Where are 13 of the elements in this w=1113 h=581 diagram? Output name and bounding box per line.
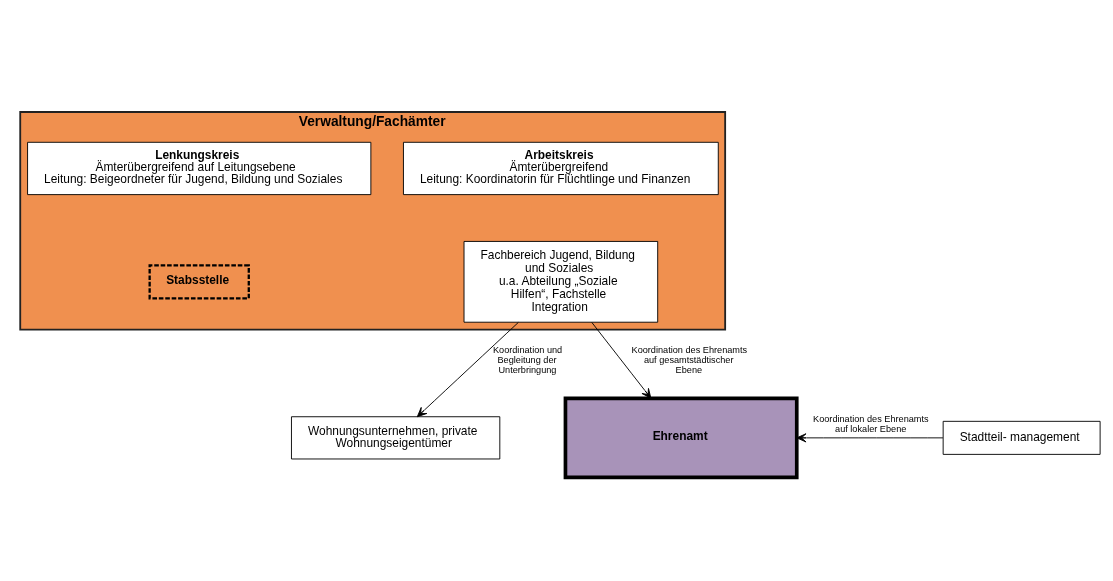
node-box: Stabsstelle bbox=[148, 263, 250, 299]
arrow bbox=[591, 321, 652, 399]
node-box: Wohnungsunternehmen, private Wohnungseigentümer bbox=[291, 415, 501, 459]
edge-label: Koordination des Ehrenamts auf gesamtstädtischer Ebene bbox=[631, 344, 748, 375]
node-box: Fachbereich Jugend, Bildung und Soziales u.a. Abteilung „Soziale Hilfen“, Fachstelle Integration bbox=[463, 240, 659, 323]
arrow bbox=[416, 321, 519, 417]
node-box: Ehrenamt bbox=[563, 396, 799, 479]
node-box: Lenkungskreis Ämterübergreifend auf Leitungsebene Leitung: Beigeordneter für Jugend, Bildung und Soziales bbox=[27, 141, 372, 195]
node-box: Stadtteil- management bbox=[942, 420, 1101, 455]
edge-label: Koordination und Begleitung der Unterbringung bbox=[492, 344, 563, 375]
edge-label: Koordination des Ehrenamts auf lokaler Ebene bbox=[813, 413, 929, 434]
arrow bbox=[796, 432, 944, 442]
node-box: Arbeitskreis Ämterübergreifend Leitung: Koordinatorin für Flüchtlinge und Finanzen bbox=[403, 141, 719, 195]
